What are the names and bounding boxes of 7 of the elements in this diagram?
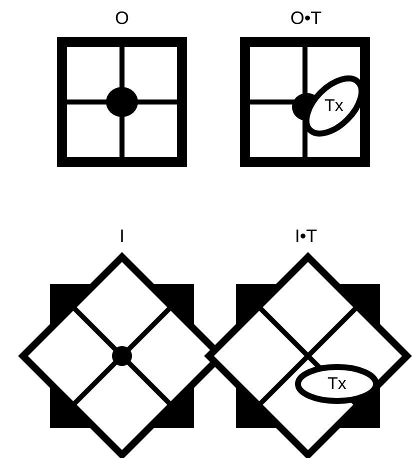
panel-heading: I•T xyxy=(294,226,318,246)
ellipse-label: Tx xyxy=(326,374,348,394)
panel-heading: O xyxy=(115,8,129,28)
ellipse-node xyxy=(294,363,380,405)
panel-heading: I xyxy=(120,226,124,246)
panel-heading: O•T xyxy=(290,8,322,28)
ellipse-label: Tx xyxy=(324,96,344,116)
